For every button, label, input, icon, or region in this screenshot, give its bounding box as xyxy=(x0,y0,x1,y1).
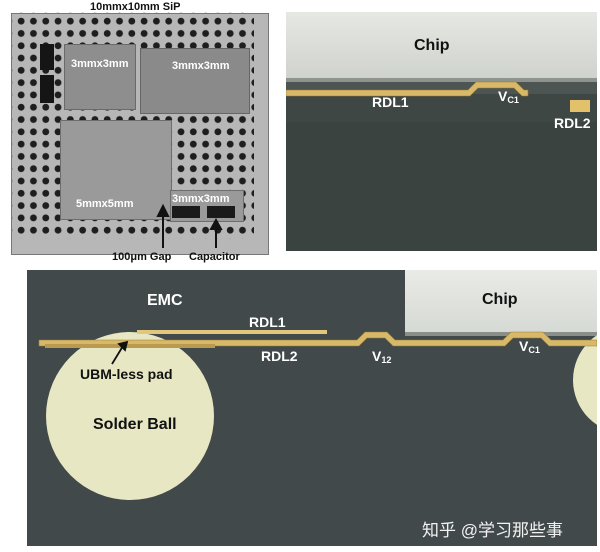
via-12-label: V12 xyxy=(372,348,392,365)
via-c1-label-bottom: VC1 xyxy=(519,338,540,355)
component-black-2 xyxy=(40,75,54,103)
die-center-large xyxy=(60,120,172,220)
rdl2-line xyxy=(38,331,597,347)
capacitor-2 xyxy=(207,206,235,218)
chip-edge xyxy=(286,78,597,82)
die-label-top-left: 3mmx3mm xyxy=(71,58,129,70)
capacitor-arrow xyxy=(209,217,223,248)
capacitor-label: Capacitor xyxy=(189,251,240,263)
chip-region xyxy=(286,12,597,78)
chip-block xyxy=(405,270,597,332)
solder-ball-right xyxy=(573,335,597,425)
cross-section-top-panel: Chip RDL1 VC1 RDL2 xyxy=(286,12,597,251)
watermark: 知乎 @学习那些事 xyxy=(422,521,563,540)
chip-edge-shadow xyxy=(405,332,597,336)
cross-section-bottom-panel: EMC Chip RDL1 RDL2 V12 VC1 UBM-less pad … xyxy=(27,270,597,546)
die-label-top-right: 3mmx3mm xyxy=(172,60,230,72)
die-top-right xyxy=(140,48,250,114)
component-black-1 xyxy=(40,44,54,70)
rdl2-block xyxy=(570,100,590,112)
rdl1-label-bottom: RDL1 xyxy=(249,314,286,330)
rdl1-line xyxy=(137,330,327,334)
package-title: 10mmx10mm SiP xyxy=(90,1,181,13)
ubm-arrow xyxy=(111,340,129,365)
gap-arrow xyxy=(156,203,170,248)
rdl2-label-top: RDL2 xyxy=(554,115,591,131)
arrow-annotations xyxy=(156,203,223,248)
rdl-traces xyxy=(286,81,597,251)
die-top-left xyxy=(64,44,136,110)
rdl2-label-bottom: RDL2 xyxy=(261,348,298,364)
emc-label: EMC xyxy=(147,292,183,309)
capacitor-1 xyxy=(172,206,200,218)
rdl1-label-top: RDL1 xyxy=(372,94,409,110)
rdl1-trace xyxy=(286,81,529,97)
die-label-center: 5mmx5mm xyxy=(76,198,134,210)
gap-label: 100μm Gap xyxy=(112,251,172,263)
sip-package-panel: 10mmx10mm SiP 3mmx3mm 3mmx3mm 5mmx5mm 3m… xyxy=(0,0,280,270)
ubm-pad xyxy=(45,344,215,348)
chip-label-top: Chip xyxy=(414,37,450,54)
solder-ball-label: Solder Ball xyxy=(93,416,177,433)
ubm-label: UBM-less pad xyxy=(80,366,173,382)
chip-label-bottom: Chip xyxy=(482,291,518,308)
die-label-bottom-right: 3mmx3mm xyxy=(172,193,230,205)
bottom-dark-layer xyxy=(286,122,597,251)
solder-ball xyxy=(46,332,214,500)
via-c1-label-top: VC1 xyxy=(498,88,519,105)
bottom-structures xyxy=(38,330,597,500)
